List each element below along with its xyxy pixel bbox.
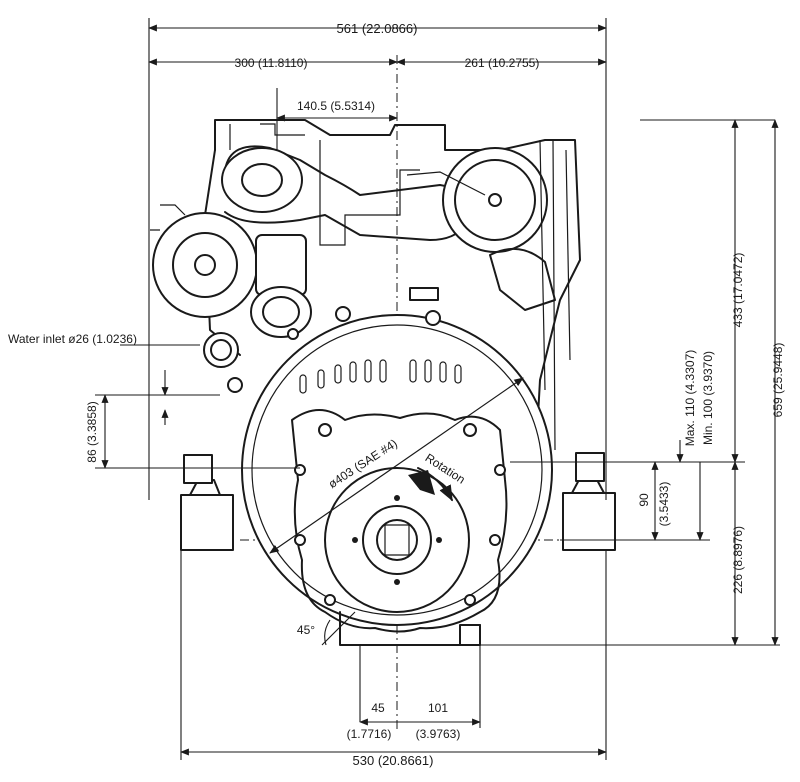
max-height-label: Max. 110 (4.3307)	[683, 350, 697, 447]
total-height-label: 659 (25.9448)	[771, 343, 785, 418]
bottom-offset-inch: (1.7716)	[347, 727, 392, 741]
angle-label: 45°	[297, 623, 315, 637]
water-inlet-label: Water inlet ø26 (1.0236)	[8, 332, 137, 346]
mount-offset-value: 90	[637, 493, 651, 507]
bottom-right-value: 101	[428, 701, 448, 715]
mount-height-left-label: 86 (3.3858)	[85, 401, 99, 462]
overall-width-label: 561 (22.0866)	[337, 21, 418, 36]
left-half-label: 300 (11.8110)	[235, 56, 308, 70]
lower-height-label: 226 (8.8976)	[731, 526, 745, 594]
engine-outline	[150, 55, 616, 730]
bottom-offset-value: 45	[371, 701, 385, 715]
bottom-right-inch: (3.9763)	[416, 727, 461, 741]
right-half-label: 261 (10.2755)	[465, 56, 540, 70]
upper-height-label: 433 (17.0472)	[731, 253, 745, 328]
dimension-lines	[95, 18, 780, 760]
mount-width-label: 530 (20.8661)	[353, 753, 434, 768]
min-height-label: Min. 100 (3.9370)	[701, 351, 715, 445]
mount-offset-inch: (3.5433)	[657, 482, 671, 527]
manifold-offset-label: 140.5 (5.5314)	[297, 99, 375, 113]
